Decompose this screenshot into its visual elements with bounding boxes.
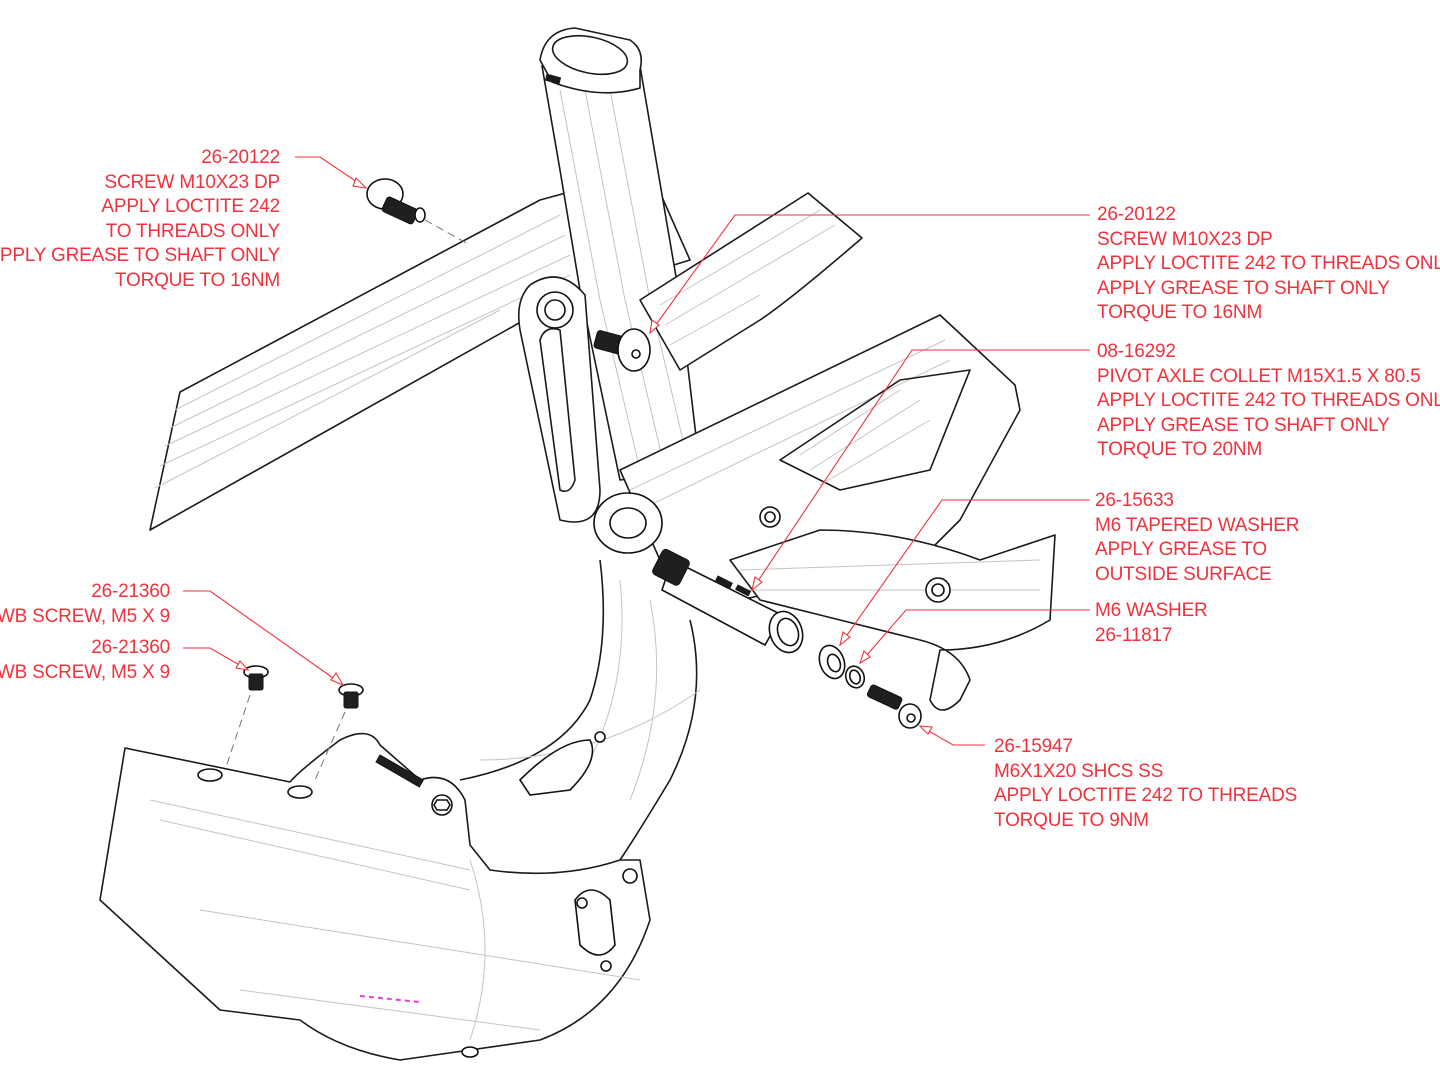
- seat-stay-upper: [639, 192, 863, 371]
- tapered-washer: [818, 644, 846, 680]
- leader-pivot-axle-collet: [751, 349, 1090, 592]
- instruction: APPLY GREASE TO SHAFT ONLY: [1097, 414, 1390, 436]
- torque-spec: TORQUE TO 16NM: [1097, 302, 1263, 323]
- torque-spec: TORQUE TO 16NM: [114, 269, 280, 291]
- callout-wb-screw-2: 26-21360 WB SCREW, M5 X 9: [0, 636, 170, 685]
- part-number: 26-21360: [91, 637, 170, 658]
- pivot-screw-right: [593, 328, 651, 372]
- leader-m6-washer: [859, 609, 1090, 665]
- shock-link: [517, 276, 601, 523]
- rocker-link: [619, 314, 1021, 601]
- instruction: APPLY LOCTITE 242 TO THREADS: [994, 785, 1298, 806]
- leader-right-pivot-screw: [649, 214, 1090, 335]
- part-description: M6 WASHER: [1095, 600, 1208, 621]
- chainstay: [729, 506, 1056, 711]
- callout-m6-washer: M6 WASHER 26-11817: [1095, 599, 1208, 648]
- leader-wb-screw-2: [183, 647, 250, 671]
- leader-top-left-screw: [295, 156, 368, 189]
- part-number: 08-16292: [1097, 341, 1176, 362]
- callout-right-pivot-screw: 26-20122 SCREW M10X23 DP APPLY LOCTITE 2…: [1097, 203, 1440, 326]
- wb-screw-right: [314, 683, 364, 781]
- callout-pivot-axle-collet: 08-16292 PIVOT AXLE COLLET M15X1.5 X 80.…: [1097, 340, 1440, 463]
- instruction: APPLY GREASE TO SHAFT ONLY: [0, 245, 280, 266]
- wb-screw-left: [224, 665, 269, 771]
- motor-housing: [99, 731, 651, 1061]
- part-description: M6 TAPERED WASHER: [1095, 514, 1300, 536]
- part-description: WB SCREW, M5 X 9: [0, 661, 170, 683]
- torque-spec: TORQUE TO 9NM: [994, 809, 1149, 831]
- callout-tapered-washer: 26-15633 M6 TAPERED WASHER APPLY GREASE …: [1095, 489, 1299, 587]
- part-number: 26-20122: [1097, 204, 1176, 225]
- seat-collar: [539, 27, 643, 94]
- callout-wb-screw-1: 26-21360 WB SCREW, M5 X 9: [0, 580, 170, 629]
- instruction: APPLY GREASE TO: [1095, 539, 1267, 560]
- part-number: 26-21360: [91, 581, 170, 602]
- part-number: 26-20122: [201, 147, 280, 168]
- callout-top-left-pivot-screw: 26-20122 SCREW M10X23 DP APPLY LOCTITE 2…: [0, 146, 280, 293]
- m6-washer: [844, 665, 866, 689]
- instruction: APPLY LOCTITE 242: [101, 196, 280, 217]
- down-tube: [459, 559, 701, 861]
- part-number: 26-15633: [1095, 490, 1174, 511]
- part-description: M6X1X20 SHCS SS: [994, 760, 1164, 782]
- callout-shcs-bolt: 26-15947 M6X1X20 SHCS SS APPLY LOCTITE 2…: [994, 735, 1297, 833]
- instruction: APPLY LOCTITE 242 TO THREADS ONLY: [1097, 390, 1440, 411]
- top-tube: [149, 169, 691, 531]
- leader-tapered-washer: [839, 499, 1090, 647]
- shcs-bolt: [866, 684, 922, 729]
- leader-wb-screw-1: [183, 590, 345, 687]
- instruction: APPLY LOCTITE 242 TO THREADS ONLY: [1097, 253, 1440, 274]
- part-description: WB SCREW, M5 X 9: [0, 605, 170, 627]
- part-description: PIVOT AXLE COLLET M15X1.5 X 80.5: [1097, 365, 1421, 387]
- pivot-axle-collet: [652, 548, 804, 654]
- instruction: APPLY GREASE TO SHAFT ONLY: [1097, 277, 1390, 299]
- torque-spec: TORQUE TO 20NM: [1097, 439, 1263, 460]
- part-number: 26-11817: [1095, 624, 1173, 646]
- instruction: OUTSIDE SURFACE: [1095, 563, 1272, 585]
- part-number: 26-15947: [994, 736, 1073, 757]
- pivot-screw-left: [366, 178, 471, 246]
- main-pivot: [593, 492, 663, 554]
- leader-shcs-bolt: [918, 725, 985, 746]
- instruction: TO THREADS ONLY: [105, 220, 281, 242]
- part-description: SCREW M10X23 DP: [1097, 228, 1273, 250]
- part-description: SCREW M10X23 DP: [104, 171, 281, 193]
